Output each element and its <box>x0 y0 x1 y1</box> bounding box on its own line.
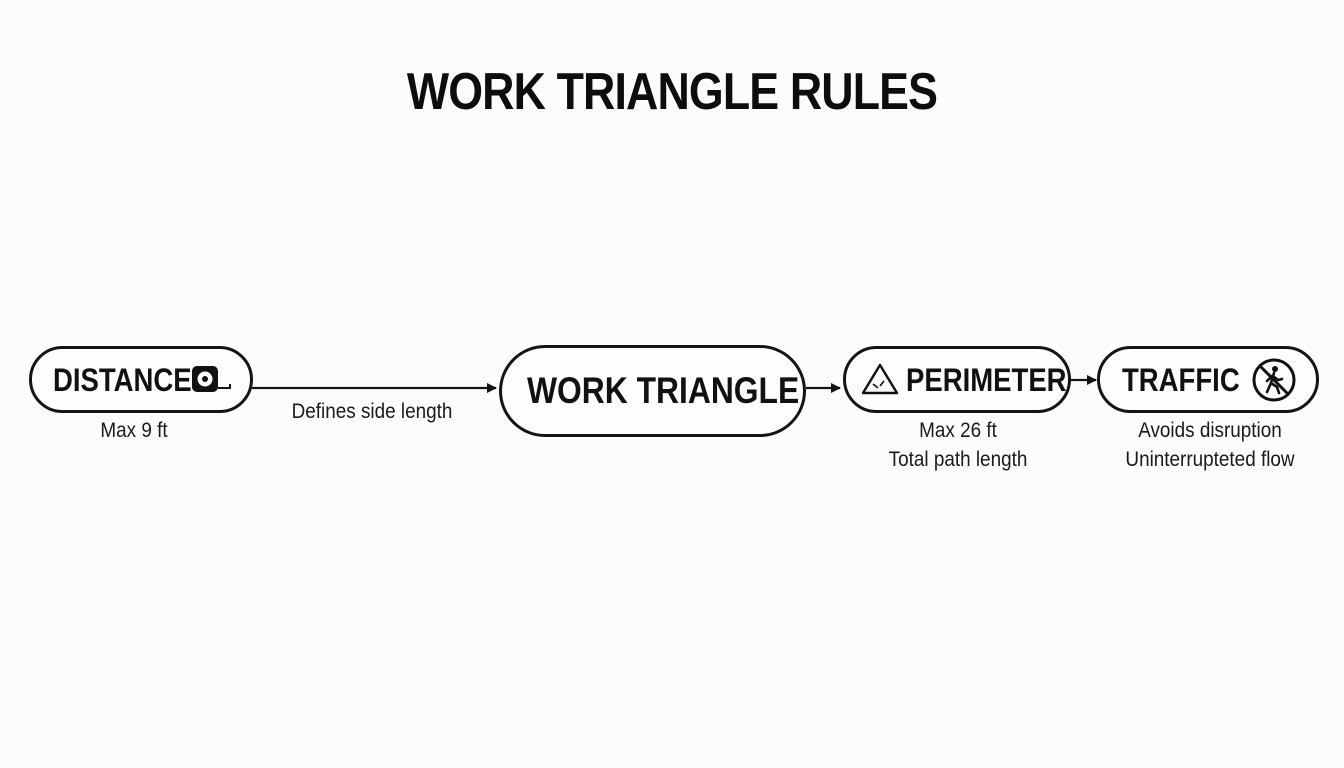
no-pedestrian-icon <box>1252 358 1296 402</box>
node-perimeter-label: PERIMETER <box>906 362 1067 398</box>
node-work-triangle <box>499 345 806 437</box>
node-perimeter-caption-line2: Total path length <box>888 448 1028 471</box>
node-distance-caption: Max 9 ft <box>100 419 168 442</box>
node-distance-label: DISTANCE <box>53 362 192 398</box>
node-traffic-caption-line1: Avoids disruption <box>1138 419 1282 442</box>
node-perimeter <box>843 346 1071 413</box>
diagram-title: WORK TRIANGLE RULES <box>406 63 938 121</box>
node-traffic-label: TRAFFIC <box>1122 362 1240 398</box>
node-perimeter-caption-line1: Max 26 ft <box>919 419 997 442</box>
node-traffic-caption-line2: Uninterruptеted flow <box>1125 448 1295 471</box>
tape-measure-icon <box>192 366 231 392</box>
edge-label-defines-side-length: Defines side length <box>291 400 453 423</box>
triangle-icon <box>861 363 899 395</box>
node-work-triangle-label: WORK TRIANGLE <box>527 370 800 411</box>
